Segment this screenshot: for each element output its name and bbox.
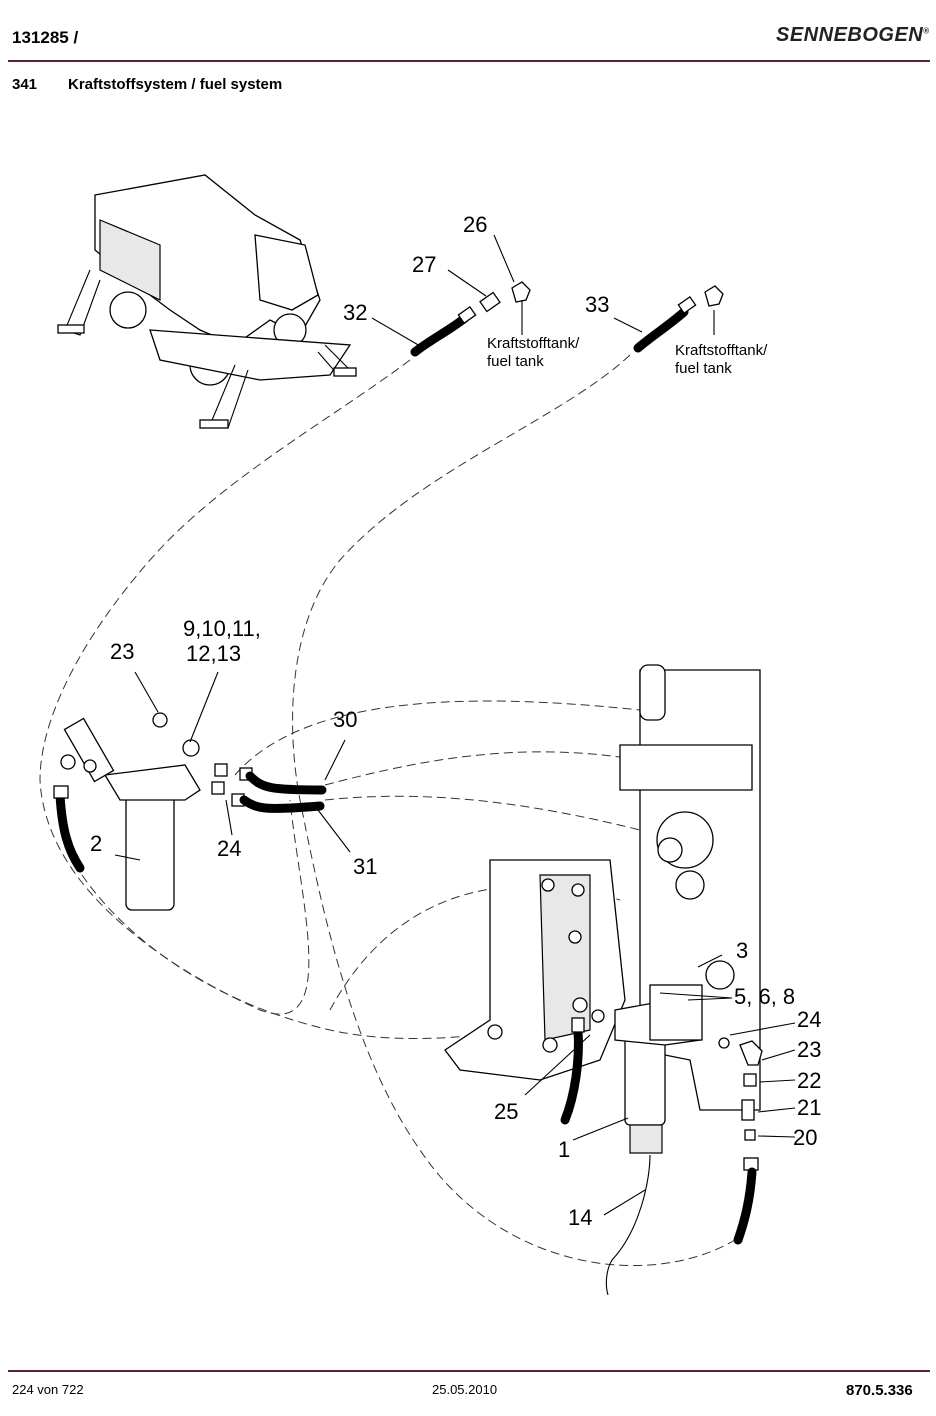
tank-connection-left	[371, 234, 531, 357]
callout-3: 3	[736, 938, 748, 963]
tank-note-left-line2: fuel tank	[487, 353, 544, 370]
callout-2: 2	[90, 831, 102, 856]
callout-25: 25	[494, 1099, 518, 1124]
document-date: 25.05.2010	[432, 1382, 498, 1397]
callout-32: 32	[343, 300, 367, 325]
tank-connection-right	[613, 285, 724, 353]
callout-21: 21	[797, 1095, 821, 1120]
callout-5-6-8: 5, 6, 8	[734, 984, 795, 1009]
engine-block-illustration	[444, 664, 761, 1111]
tank-note-left-line1: Kraftstofftank/	[487, 335, 580, 352]
callout-23-right: 23	[797, 1037, 821, 1062]
main-fuel-filter	[524, 954, 796, 1296]
section-number: 341	[12, 76, 38, 93]
callout-31: 31	[353, 854, 377, 879]
tank-note-right-line2: fuel tank	[675, 360, 732, 377]
machine-overview-illustration	[57, 174, 357, 429]
callout-24-right: 24	[797, 1007, 821, 1032]
brand-name: SENNEBOGEN	[776, 24, 924, 46]
callout-9-13-line1: 9,10,11,	[183, 616, 261, 641]
callout-22: 22	[797, 1068, 821, 1093]
page-count: 224 von 722	[12, 1382, 84, 1397]
document-number: 131285 /	[12, 28, 79, 47]
callout-24-left: 24	[217, 836, 241, 861]
tank-note-right-line1: Kraftstofftank/	[675, 342, 768, 359]
registered-mark: ®	[923, 26, 930, 36]
callout-26: 26	[463, 212, 487, 237]
callout-33: 33	[585, 292, 609, 317]
footer-rule	[8, 1370, 930, 1372]
callout-23-left: 23	[110, 639, 134, 664]
callout-30: 30	[333, 707, 357, 732]
callout-14: 14	[568, 1205, 592, 1230]
callout-20: 20	[793, 1125, 817, 1150]
brand-logo: SENNEBOGEN®	[776, 24, 930, 47]
header-rule	[8, 60, 930, 62]
callout-1: 1	[558, 1137, 570, 1162]
document-id: 870.5.336	[846, 1382, 913, 1399]
callout-9-13-line2: 12,13	[186, 641, 241, 666]
callout-27: 27	[412, 252, 436, 277]
primary-fuel-filter	[53, 671, 219, 911]
hoses-30-31	[211, 739, 351, 853]
section-title: Kraftstoffsystem / fuel system	[68, 76, 283, 93]
